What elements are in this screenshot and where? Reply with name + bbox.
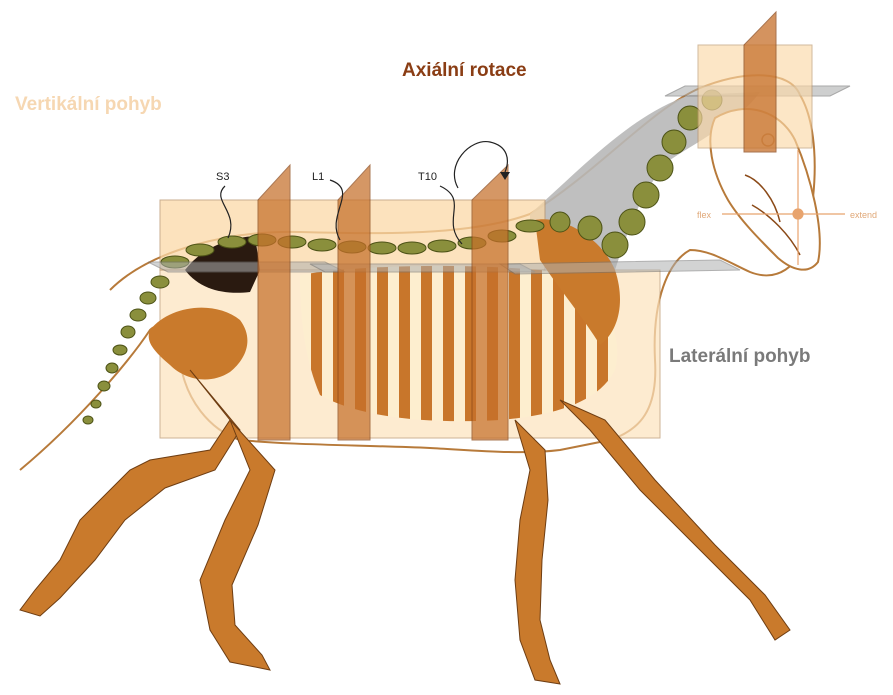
orange-plane-t10 xyxy=(472,165,508,440)
extend-label: extend xyxy=(850,210,877,220)
front-legs xyxy=(515,400,790,684)
flex-label: flex xyxy=(697,210,712,220)
orange-plane-l1 xyxy=(338,165,370,440)
vertical-motion-label: Vertikální pohyb xyxy=(15,94,162,116)
vertebra-label-l1: L1 xyxy=(312,171,324,183)
vertebra-label-s3: S3 xyxy=(216,171,229,183)
vertebra-label-t10: T10 xyxy=(418,171,437,183)
head-plane-orange xyxy=(744,12,776,152)
axial-rotation-label: Axiální rotace xyxy=(402,60,527,82)
lateral-motion-label: Laterální pohyb xyxy=(669,346,810,368)
orange-plane-s3 xyxy=(258,165,290,440)
